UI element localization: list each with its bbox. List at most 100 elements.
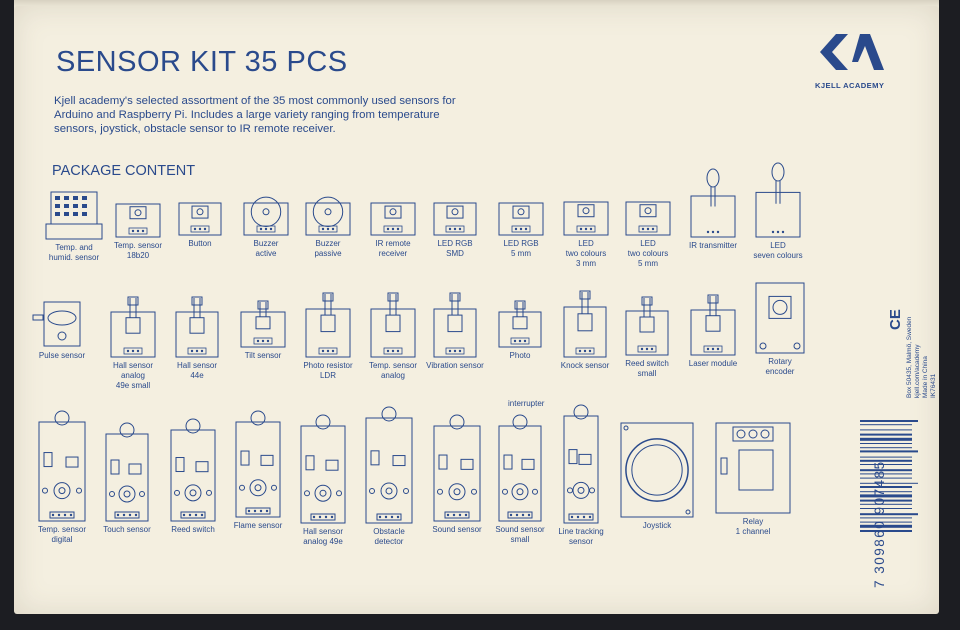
product-description: Kjell academy's selected assortment of t… <box>54 95 456 135</box>
item-label: Laser module <box>688 359 738 368</box>
package-item: Touch sensor <box>87 422 167 535</box>
package-item: IR transmitter <box>673 168 753 251</box>
item-label: Knock sensor <box>560 361 610 370</box>
package-item: Temp. sensor analog <box>353 292 433 381</box>
package-item: LED two colours 5 mm <box>608 190 688 269</box>
item-label: Tilt sensor <box>244 351 282 360</box>
item-label: Hall sensor analog 49e small <box>112 361 153 390</box>
package-item: Buzzer passive <box>288 192 368 259</box>
button-module-icon <box>160 192 240 236</box>
item-label: Joystick <box>642 521 672 530</box>
obstacle-detector-icon <box>349 406 429 524</box>
led-two-colour-5mm-icon <box>608 190 688 236</box>
package-item: Obstacle detector <box>349 406 429 547</box>
hall-sensor-44e-icon <box>157 296 237 358</box>
item-label: Temp. sensor analog <box>368 361 418 380</box>
package-item: Reed switch <box>153 418 233 535</box>
item-label: Buzzer active <box>253 239 279 258</box>
package-item: Line tracking sensor <box>541 404 621 547</box>
item-label: Pulse sensor <box>38 351 86 360</box>
passive-buzzer-icon <box>288 192 368 236</box>
dht-sensor-icon <box>34 190 114 240</box>
active-buzzer-icon <box>226 192 306 236</box>
sound-sensor-icon <box>417 414 497 522</box>
item-label: Hall sensor analog 49e <box>302 527 343 546</box>
item-label: LED RGB 5 mm <box>503 239 539 258</box>
package-item: Rotary encoder <box>740 282 820 377</box>
analog-temp-icon <box>353 292 433 358</box>
box-top-edge <box>14 0 939 10</box>
item-label: Sound sensor <box>432 525 482 534</box>
package-item: Laser module <box>673 294 753 369</box>
package-item: Sound sensor small <box>480 414 560 545</box>
item-label: Temp. sensor digital <box>37 525 87 544</box>
item-label: LED seven colours <box>753 241 803 260</box>
item-label: LED two colours 5 mm <box>627 239 669 268</box>
sound-sensor-small-icon <box>480 414 560 522</box>
package-item: LED seven colours <box>738 162 818 261</box>
package-item: Hall sensor analog 49e <box>283 414 363 547</box>
item-label: IR transmitter <box>688 241 737 250</box>
package-item: Joystick <box>617 422 697 531</box>
item-label: Line tracking sensor <box>558 527 604 546</box>
item-label: Temp. and humid. sensor <box>48 243 100 262</box>
barcode <box>860 420 918 532</box>
vibration-sensor-icon <box>415 292 495 358</box>
package-item: Flame sensor <box>218 410 298 531</box>
photo-interrupter-icon <box>480 300 560 348</box>
package-item: Photo resistor LDR <box>288 292 368 381</box>
package-item: Temp. sensor 18b20 <box>98 192 178 261</box>
digital-temp-icon <box>22 410 102 522</box>
line-tracking-icon <box>541 404 621 524</box>
item-label: Obstacle detector <box>373 527 405 546</box>
item-label: Relay 1 channel <box>735 517 771 536</box>
item-label: Vibration sensor <box>426 361 484 370</box>
item-label: LED two colours 3 mm <box>565 239 607 268</box>
pulse-sensor-icon <box>22 300 102 348</box>
joystick-icon <box>617 422 697 518</box>
item-label: IR remote receiver <box>375 239 411 258</box>
package-item: Temp. sensor digital <box>22 410 102 545</box>
item-label: Buzzer passive <box>314 239 342 258</box>
item-label: Reed switch <box>171 525 215 534</box>
tilt-sensor-icon <box>223 300 303 348</box>
kjell-academy-logo <box>808 30 888 74</box>
reed-switch-small-icon <box>607 296 687 356</box>
package-item: Relay 1 channel <box>713 422 793 537</box>
led-rgb-smd-icon <box>415 192 495 236</box>
knock-sensor-icon <box>545 290 625 358</box>
package-item: IR remote receiver <box>353 192 433 259</box>
rotary-encoder-icon <box>740 282 820 354</box>
flame-sensor-icon <box>218 410 298 518</box>
item-label: Rotary encoder <box>765 357 795 376</box>
item-label: Reed switch small <box>625 359 669 378</box>
item-label: Hall sensor 44e <box>176 361 217 380</box>
item-label: Flame sensor <box>233 521 283 530</box>
item-label: Photo <box>509 351 531 360</box>
relay-icon <box>713 422 793 514</box>
package-item: Temp. and humid. sensor <box>34 190 114 263</box>
brand-name: KJELL ACADEMY <box>815 81 885 90</box>
photo-resistor-icon <box>288 292 368 358</box>
item-label: LED RGB SMD <box>437 239 473 258</box>
package-item: Hall sensor analog 49e small <box>93 296 173 391</box>
package-item: LED two colours 3 mm <box>546 190 626 269</box>
item-label: Button <box>188 239 212 248</box>
led-rgb-5mm-icon <box>481 192 561 236</box>
page-title: SENSOR KIT 35 PCS <box>56 46 348 78</box>
barcode-number: 7 309860 907485 <box>872 460 887 588</box>
ir-receiver-icon <box>353 192 433 236</box>
item-label: Sound sensor small <box>495 525 545 544</box>
package-item: Button <box>160 192 240 249</box>
ce-mark: CE <box>887 309 904 330</box>
ds18b20-module-icon <box>98 192 178 238</box>
package-item: Tilt sensor <box>223 300 303 361</box>
address-text: Box 50435, Malmö, Sweden kjell.com/acade… <box>906 316 937 398</box>
item-label: Touch sensor <box>103 525 151 534</box>
package-item: Pulse sensor <box>22 300 102 361</box>
package-item: Knock sensor <box>545 290 625 371</box>
package-content-heading: PACKAGE CONTENT <box>52 163 196 179</box>
hall-sensor-49e-icon <box>283 414 363 524</box>
package-item: LED RGB SMD <box>415 192 495 259</box>
led-seven-colour-icon <box>738 162 818 238</box>
